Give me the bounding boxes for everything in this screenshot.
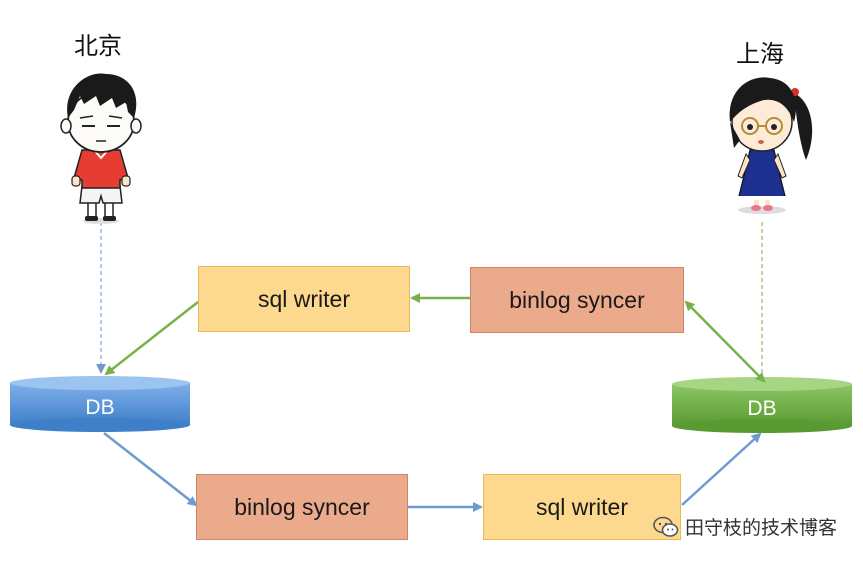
wechat-icon	[653, 516, 679, 538]
right-db-label: DB	[747, 397, 777, 420]
beijing-boy-illustration	[60, 73, 142, 224]
top-binlog-syncer-label: binlog syncer	[509, 286, 645, 313]
arrow-left-db-to-bottom-syncer	[103, 432, 198, 507]
bottom-binlog-syncer-box: binlog syncer	[196, 474, 408, 540]
bottom-binlog-syncer-label: binlog syncer	[234, 493, 370, 520]
watermark-text: 田守枝的技术博客	[684, 517, 837, 539]
top-binlog-syncer-box: binlog syncer	[470, 267, 684, 333]
bottom-sql-writer-label: sql writer	[535, 493, 628, 520]
watermark: 田守枝的技术博客	[653, 513, 837, 540]
arrow-right-db-to-top-syncer	[684, 300, 766, 383]
bottom-sql-writer-box: sql writer	[483, 474, 681, 540]
arrow-bottom-writer-to-right-db	[681, 432, 762, 506]
right-db-cylinder	[672, 377, 852, 433]
top-sql-writer-label: sql writer	[257, 285, 350, 312]
beijing-label: 北京	[74, 32, 122, 60]
left-db-label: DB	[85, 396, 115, 419]
top-sql-writer-box: sql writer	[198, 266, 410, 332]
left-db-cylinder	[10, 376, 190, 432]
shanghai-label: 上海	[736, 40, 784, 68]
arrow-top-writer-to-left-db	[104, 301, 199, 376]
shanghai-girl-illustration	[729, 77, 813, 214]
